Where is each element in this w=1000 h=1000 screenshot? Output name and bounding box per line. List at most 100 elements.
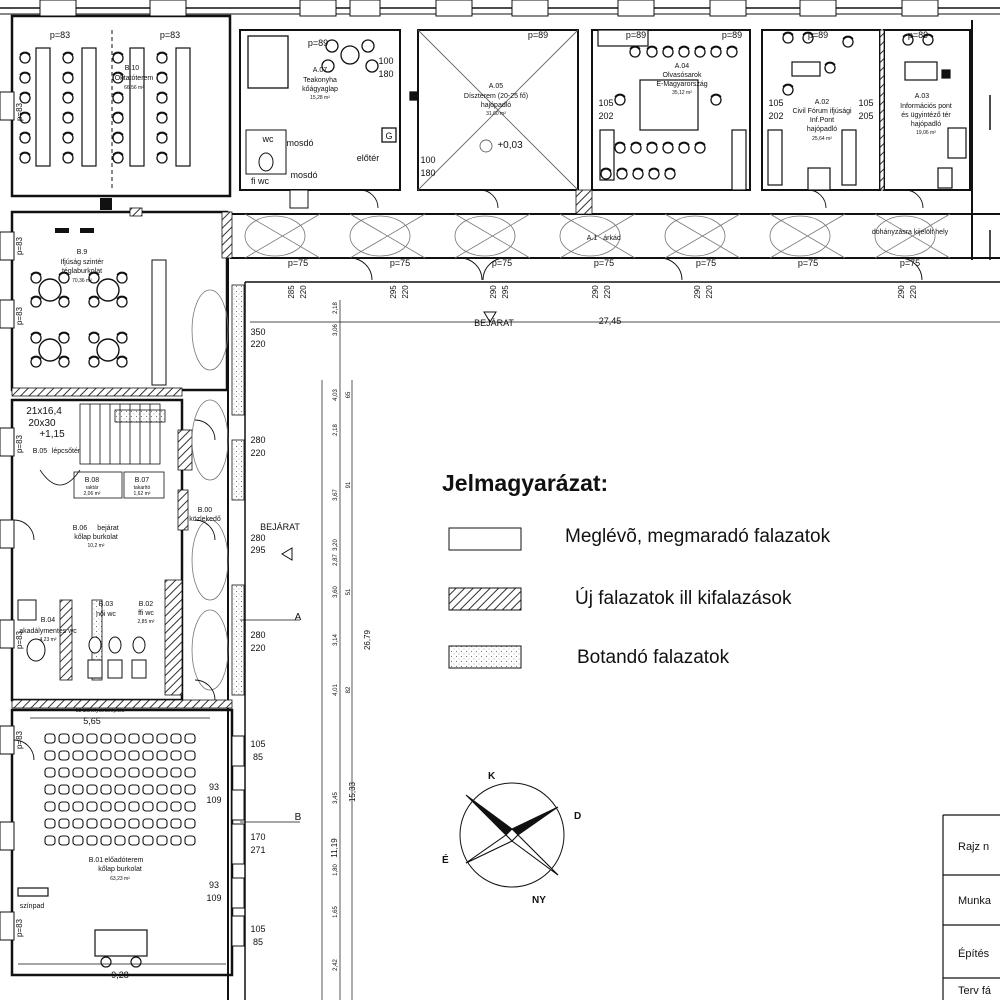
auditorium-seat <box>142 733 154 744</box>
b02-name: ffi wc <box>138 610 154 617</box>
auditorium-seat <box>170 835 182 846</box>
auditorium-seat <box>184 750 196 761</box>
b01-id: B.01 <box>89 857 104 864</box>
dim-left-p4: p=83 <box>15 434 24 453</box>
auditorium-seat <box>72 750 84 761</box>
entrance-label-1: BEJÁRAT <box>474 318 514 328</box>
auditorium-seat <box>156 750 168 761</box>
dim-vertical-chain: 2,87 <box>333 554 339 566</box>
legend-label-new: Új falazatok ill kifalazások <box>575 588 792 609</box>
dim-left-p5: p=83 <box>15 630 24 649</box>
auditorium-seat <box>58 818 70 829</box>
a02-name: Civil Fórum ifjúsági <box>792 108 852 115</box>
auditorium-seat <box>100 801 112 812</box>
a07-extra: kőágyaglap <box>302 86 338 93</box>
b08-area: 2,06 m² <box>84 491 101 497</box>
dim-left-p1: p=83 <box>15 102 24 121</box>
auditorium-seat <box>128 784 140 795</box>
dim-arc-1b: 220 <box>299 285 308 299</box>
auditorium-seat <box>58 801 70 812</box>
auditorium-seat <box>44 750 56 761</box>
auditorium-seat <box>156 733 168 744</box>
auditorium-seat <box>184 733 196 744</box>
dim-280c: 280 <box>250 630 265 640</box>
auditorium-seat <box>86 818 98 829</box>
dim-p-top-4: p=89 <box>528 30 548 40</box>
dim-26-79: 26,79 <box>363 629 372 650</box>
b01-name: előadóterem <box>105 857 144 864</box>
auditorium-seat <box>156 784 168 795</box>
dim-door-3b: 202 <box>768 111 783 121</box>
auditorium-seat <box>128 767 140 778</box>
auditorium-seat <box>72 818 84 829</box>
auditorium-seat <box>44 835 56 846</box>
b06-id: B.06 <box>73 525 88 532</box>
stair-size-1: 21x16,4 <box>26 406 62 417</box>
auditorium-seat <box>44 801 56 812</box>
dim-11-19: 11,19 <box>330 838 339 858</box>
b10-area: 66,56 m² <box>124 85 144 91</box>
b06-name: bejárat <box>97 525 118 532</box>
b07-id: B.07 <box>135 477 150 484</box>
dim-win-3a: 170 <box>250 832 265 842</box>
dim-p-top-3: p=89 <box>308 38 328 48</box>
dim-280c-220: 220 <box>250 643 265 653</box>
compass-k: K <box>488 771 496 782</box>
dim-door-2b: 202 <box>598 111 613 121</box>
auditorium-seat <box>156 835 168 846</box>
dim-vertical-chain: 3,14 <box>333 634 339 646</box>
b09-floor: téglaburkolat <box>62 268 102 275</box>
compass-e: É <box>442 853 449 866</box>
a07-area: 15,28 m² <box>310 95 330 101</box>
a04-name: Olvasósarok <box>663 72 702 79</box>
a05-id: A.05 <box>489 83 504 90</box>
title-block <box>942 814 1000 1000</box>
dim-15-33: 15,33 <box>348 781 357 802</box>
auditorium-seat <box>44 818 56 829</box>
auditorium-seat <box>86 733 98 744</box>
dim-arc-1a: 285 <box>287 285 296 299</box>
dim-vertical-chain-secondary: 82 <box>346 686 352 693</box>
auditorium-seat <box>184 784 196 795</box>
dim-p-top-2: p=83 <box>160 30 180 40</box>
dim-arc-6b: 220 <box>909 285 918 299</box>
auditorium-seat <box>170 784 182 795</box>
auditorium-seat <box>100 818 112 829</box>
dim-door-4a: 105 <box>858 98 873 108</box>
dim-door-5b: 180 <box>420 168 435 178</box>
dim-win-1a: 105 <box>250 739 265 749</box>
dim-arc-2a: 295 <box>389 285 398 299</box>
dim-p-top-8: p=89 <box>908 30 928 40</box>
b10-name: Oktatóterem <box>115 75 154 82</box>
a02-extra: Inf.Pont <box>810 117 834 124</box>
auditorium-seat <box>100 733 112 744</box>
auditorium-seat <box>128 801 140 812</box>
legend-label-demolish: Botandó falazatok <box>577 647 730 668</box>
auditorium-seat <box>86 835 98 846</box>
auditorium-seat <box>58 750 70 761</box>
dim-280a-220: 220 <box>250 448 265 458</box>
dim-vertical-chain: 2,42 <box>333 959 339 971</box>
smoking-label: dohányzásra kijelölt hely <box>872 229 949 236</box>
auditorium-seat <box>142 767 154 778</box>
dim-280b-295: 295 <box>250 545 265 555</box>
g-label: G <box>385 131 392 141</box>
auditorium-seat <box>128 733 140 744</box>
auditorium-seat <box>170 818 182 829</box>
dim-win-5b: 85 <box>253 937 263 947</box>
legend-swatch-plain <box>448 527 522 551</box>
dim-arc-5a: 290 <box>693 285 702 299</box>
dim-left-p3: p=83 <box>15 306 24 325</box>
a03-name: Információs pont <box>900 103 952 110</box>
section-a-marker: A <box>295 612 302 623</box>
a05-level: +0,03 <box>497 140 523 151</box>
dim-27-45: 27,45 <box>599 316 622 326</box>
dim-vertical-chain: 3,20 <box>333 539 339 551</box>
auditorium-seat <box>156 801 168 812</box>
auditorium-seat <box>114 784 126 795</box>
compass-d: D <box>574 811 581 822</box>
a03-extra: és ügyintéző tér <box>901 112 951 119</box>
seats-note: 52 ülőhelyes beépítés <box>76 708 125 714</box>
auditorium-seat <box>170 767 182 778</box>
dim-arc-3a: 290 <box>489 285 498 299</box>
